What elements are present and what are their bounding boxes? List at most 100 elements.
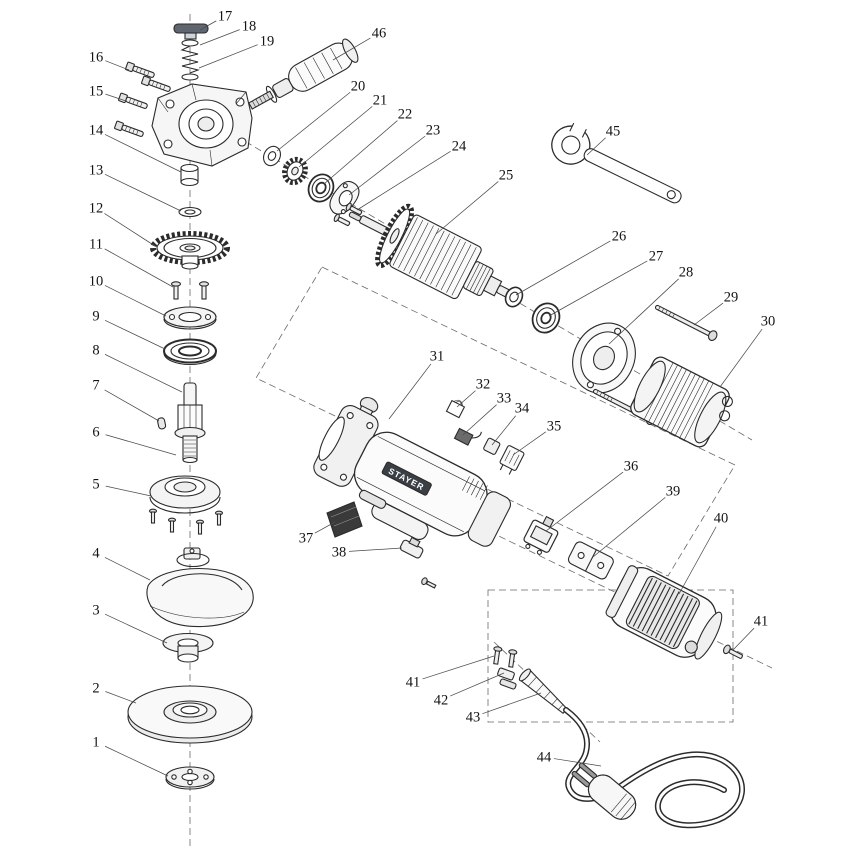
leader-line-22-22 <box>323 120 398 185</box>
part-number-12: 12 <box>89 201 104 217</box>
parts-layer: STAYER <box>114 23 746 829</box>
part-number-20: 20 <box>351 79 366 95</box>
part-number-41: 41 <box>406 675 421 691</box>
part-number-40: 40 <box>714 511 729 527</box>
part-number-22: 22 <box>398 107 413 123</box>
part-inner-flange-3 <box>162 632 214 663</box>
leader-line-40-39 <box>678 526 717 595</box>
cord-detail-box <box>487 589 734 723</box>
part-screws-41-bottom <box>493 646 518 668</box>
leader-line-42-44 <box>450 672 505 697</box>
part-number-2: 2 <box>92 681 99 697</box>
part-number-24: 24 <box>452 139 467 155</box>
part-screws-24 <box>333 202 363 226</box>
part-number-16: 16 <box>89 50 104 66</box>
part-side-handle <box>248 38 359 110</box>
leader-line-4-16 <box>104 557 151 581</box>
part-screws-15-16 <box>114 61 171 137</box>
part-spacer <box>180 163 199 187</box>
leader-line-20-20 <box>276 91 351 152</box>
part-washer-20 <box>262 145 282 167</box>
part-power-cord-44 <box>563 707 746 829</box>
leader-line-46-3 <box>332 37 371 61</box>
leader-line-18-1 <box>199 29 240 46</box>
leader-line-26-27 <box>515 240 611 296</box>
part-number-46: 46 <box>372 26 387 42</box>
part-bevel-gear <box>150 231 230 270</box>
part-screw-41-right <box>722 644 743 659</box>
leader-line-43-45 <box>482 692 542 715</box>
part-cord-guard-43 <box>518 668 568 715</box>
part-number-8: 8 <box>92 343 99 359</box>
part-gear-housing <box>151 83 253 167</box>
leader-line-32-33 <box>456 390 476 408</box>
leader-line-21-21 <box>298 106 373 168</box>
leader-line-13-7 <box>104 174 182 212</box>
part-label-37 <box>326 501 363 538</box>
part-number-29: 29 <box>724 290 739 306</box>
part-number-44: 44 <box>537 750 552 766</box>
part-clamp-screw-assembly <box>173 23 209 81</box>
leader-line-36-37 <box>545 471 624 532</box>
leader-line-3-17 <box>104 613 168 644</box>
part-stator <box>630 356 733 448</box>
part-number-5: 5 <box>92 477 99 493</box>
part-number-37: 37 <box>299 531 314 547</box>
part-key-7 <box>157 417 167 430</box>
part-number-25: 25 <box>499 168 514 184</box>
part-bearing-9 <box>163 338 217 366</box>
part-number-32: 32 <box>476 377 491 393</box>
part-washer-13 <box>178 206 202 218</box>
part-armature <box>348 203 514 300</box>
leader-line-41-40 <box>732 627 755 651</box>
part-spindle <box>157 382 206 464</box>
leader-line-9-11 <box>104 319 166 350</box>
part-number-31: 31 <box>430 349 445 365</box>
part-number-42: 42 <box>434 693 449 709</box>
part-bearing-plate-10 <box>163 306 217 330</box>
part-number-18: 18 <box>242 19 257 35</box>
part-number-19: 19 <box>260 34 275 50</box>
leader-line-38-42 <box>348 547 403 552</box>
leader-line-19-2 <box>198 44 258 69</box>
part-number-3: 3 <box>92 603 99 619</box>
part-number-28: 28 <box>679 265 694 281</box>
leader-line-30-31 <box>719 328 763 388</box>
part-number-33: 33 <box>497 391 512 407</box>
part-outer-flange-1 <box>165 766 215 790</box>
leader-line-31-32 <box>388 363 432 420</box>
part-number-38: 38 <box>332 545 347 561</box>
leader-line-5-15 <box>105 485 152 497</box>
part-number-30: 30 <box>761 314 776 330</box>
part-number-39: 39 <box>666 484 681 500</box>
part-number-7: 7 <box>92 378 99 394</box>
part-rear-housing-40 <box>605 565 723 660</box>
part-number-14: 14 <box>89 123 104 139</box>
part-number-11: 11 <box>89 237 103 253</box>
leader-line-7-13 <box>104 389 160 422</box>
leader-line-23-23 <box>348 135 426 196</box>
part-number-35: 35 <box>547 419 562 435</box>
part-screws-11 <box>170 281 210 300</box>
power-plug <box>571 762 637 820</box>
part-number-17: 17 <box>218 9 233 25</box>
part-number-34: 34 <box>515 401 530 417</box>
part-wheel-guard <box>146 547 254 628</box>
leader-line-8-12 <box>104 354 183 393</box>
leader-line-10-10 <box>104 285 167 317</box>
part-clamp-plate-39 <box>567 541 614 580</box>
leader-line-6-14 <box>105 434 177 456</box>
part-number-4: 4 <box>92 546 100 562</box>
leader-line-27-28 <box>548 260 648 317</box>
leader-line-41-43 <box>422 655 495 680</box>
leader-line-28-29 <box>608 278 679 345</box>
leader-line-37-41 <box>314 521 336 534</box>
leader-line-35-36 <box>512 431 547 456</box>
part-cord-clamp-42 <box>497 667 517 690</box>
leader-line-25-25 <box>435 181 499 235</box>
leader-line-11-9 <box>104 248 174 288</box>
leader-line-17-0 <box>199 20 217 31</box>
part-number-36: 36 <box>624 459 639 475</box>
